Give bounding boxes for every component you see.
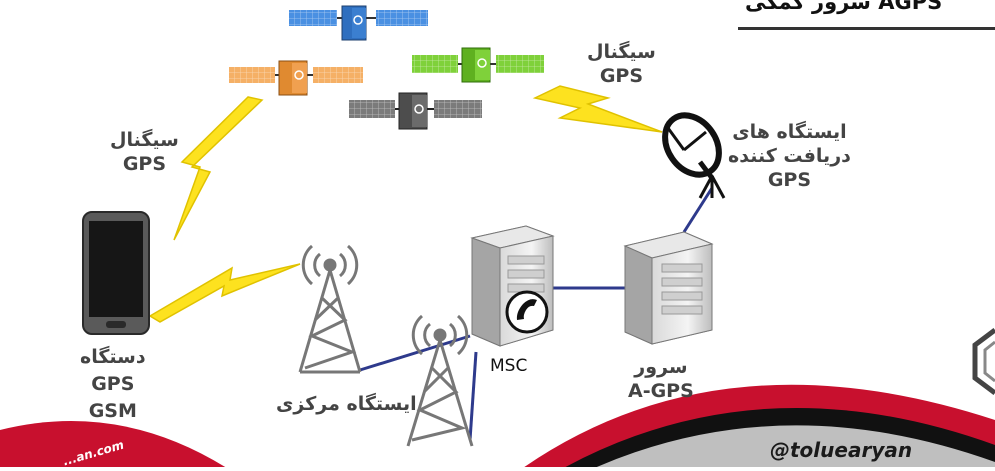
- band-red: [0, 421, 230, 470]
- satellite-dish-icon: [662, 112, 726, 199]
- lightning-phone-icon: [148, 263, 301, 323]
- title-underline: [738, 27, 995, 30]
- satellite-green-icon: [412, 47, 544, 83]
- cell-tower-main-icon: [298, 244, 362, 374]
- label-signal-right: سیگنال GPS: [587, 41, 656, 87]
- label-msc: MSC: [490, 356, 528, 376]
- bottom-bands: [0, 384, 995, 470]
- satellite-gray-icon: [349, 92, 482, 130]
- phone-handset-icon: [516, 299, 537, 320]
- page-title: سرور کمکی AGPS: [745, 0, 943, 14]
- msc-server-icon: [470, 225, 555, 347]
- agps-server-icon: [623, 231, 714, 345]
- lightning-right-icon: [532, 85, 663, 133]
- social-handle: @toluearyan: [770, 438, 913, 462]
- label-central-station: ایستگاه مرکزی: [276, 393, 417, 415]
- mobile-phone-icon: [82, 211, 150, 335]
- corner-logo-icon: [972, 328, 995, 395]
- lightning-left-icon: [173, 96, 264, 241]
- label-signal-left: سیگنال GPS: [110, 129, 179, 175]
- network-links: [359, 187, 714, 441]
- label-agps-server: سرور A-GPS: [628, 356, 694, 402]
- satellite-blue-icon: [289, 5, 428, 41]
- cell-tower-secondary-icon: [406, 314, 474, 447]
- label-ground-station: ایستگاه های دریافت کننده GPS: [728, 121, 851, 191]
- label-device: دستگاه GPS GSM: [80, 346, 146, 422]
- satellite-orange-icon: [229, 60, 363, 96]
- band-gray: [590, 425, 995, 470]
